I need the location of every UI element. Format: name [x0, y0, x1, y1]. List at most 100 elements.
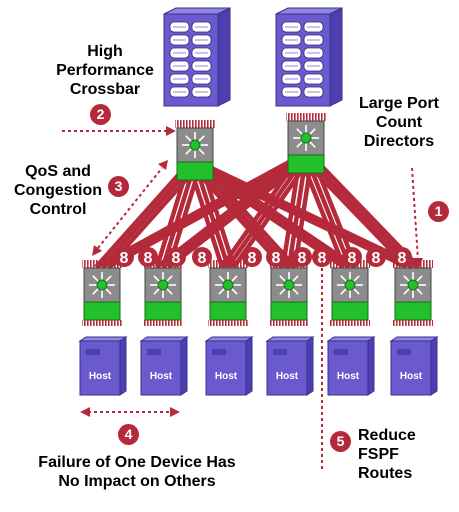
switch-hub-icon	[344, 279, 356, 291]
port-strip	[82, 260, 122, 268]
host-6: Host	[389, 336, 439, 396]
directors-label: Large Port Count Directors	[344, 94, 454, 151]
port-strip	[175, 120, 215, 128]
host-side	[306, 336, 314, 396]
switch-hub-icon	[189, 139, 201, 151]
badge-circle	[366, 247, 386, 267]
badge-text: 8	[248, 250, 257, 267]
annotation-arrows	[62, 126, 423, 470]
host-top	[78, 336, 128, 342]
switch-base	[176, 161, 214, 181]
switch-hub-icon	[222, 279, 234, 291]
link-count-badge: 8	[166, 247, 186, 267]
host-4: Host	[265, 336, 315, 396]
marker-1: 1	[428, 201, 449, 222]
host-side	[245, 336, 253, 396]
failure-arrowhead-left	[80, 407, 90, 417]
core-switch-right	[286, 113, 326, 174]
directors-text: Large Port Count Directors	[358, 95, 439, 150]
port-strip-bottom	[208, 320, 248, 326]
port-strip-bottom	[269, 320, 309, 326]
crossbar-arrowhead	[166, 126, 176, 136]
switch-base	[394, 301, 432, 321]
link-line	[298, 154, 409, 269]
director-chassis-right	[275, 7, 343, 107]
host-5: Host	[326, 336, 376, 396]
badge-text: 8	[198, 250, 207, 267]
marker-2: 2	[90, 104, 111, 125]
host-label: Host	[150, 371, 173, 382]
port-strip-bottom	[330, 320, 370, 326]
badge-circle	[342, 247, 362, 267]
link-count-badge: 8	[242, 247, 262, 267]
edge-switch-2	[143, 260, 183, 321]
port-strip	[269, 260, 309, 268]
qos-arrowhead-down	[92, 245, 102, 256]
link-line	[304, 154, 415, 269]
link-count-badge: 8	[138, 247, 158, 267]
switch-base	[287, 154, 325, 174]
director-chassis-left	[163, 7, 231, 107]
qos-label: QoS and Congestion Control	[6, 162, 110, 219]
badge-circle	[266, 247, 286, 267]
port-strip	[393, 260, 433, 268]
host-side	[119, 336, 127, 396]
qos-arrow	[97, 167, 163, 249]
switch-base	[270, 301, 308, 321]
fspf-label: Reduce FSPF Routes	[358, 426, 428, 483]
switch-hub-icon	[283, 279, 295, 291]
link-count-badge: 8	[392, 247, 412, 267]
marker-3: 3	[108, 176, 129, 197]
edge-switch-3	[208, 260, 248, 321]
link-line	[286, 155, 309, 268]
badge-circle	[114, 247, 134, 267]
host-top	[326, 336, 376, 342]
link-count-badge: 8	[114, 247, 134, 267]
badge-circle	[292, 247, 312, 267]
badge-text: 8	[348, 250, 357, 267]
host-label: Host	[276, 371, 299, 382]
port-strip	[143, 260, 183, 268]
badge-circle	[192, 247, 212, 267]
link-count-badge: 8	[366, 247, 386, 267]
edge-switch-5	[330, 260, 370, 321]
badge-text: 8	[398, 250, 407, 267]
marker-5: 5	[330, 431, 351, 452]
link-line	[280, 155, 303, 268]
badge-text: 8	[144, 250, 153, 267]
host-label: Host	[337, 371, 360, 382]
crossbar-text: High Performance Crossbar	[56, 43, 154, 98]
badge-text: 8	[372, 250, 381, 267]
host-label: Host	[89, 371, 112, 382]
host-1: Host	[78, 336, 128, 396]
host-label: Host	[400, 371, 423, 382]
badge-text: 8	[120, 250, 129, 267]
port-strip-bottom	[82, 320, 122, 326]
switch-base	[209, 301, 247, 321]
link-line	[94, 154, 302, 269]
link-line	[297, 155, 347, 268]
failure-text: Failure of One Device Has No Impact on O…	[38, 454, 236, 490]
qos-arrowhead-up	[158, 160, 168, 170]
link-line	[303, 155, 353, 268]
host-drive-bay	[273, 349, 287, 355]
marker-4: 4	[118, 424, 139, 445]
host-drive-bay	[397, 349, 411, 355]
badge-text: 8	[318, 250, 327, 267]
edge-switch-1	[82, 260, 122, 321]
host-2: Host	[139, 336, 189, 396]
port-strip-bottom	[143, 320, 183, 326]
link-count-badge: 8	[312, 247, 332, 267]
port-strip-bottom	[393, 320, 433, 326]
badge-circle	[242, 247, 262, 267]
switch-base	[83, 301, 121, 321]
directors-arrow	[411, 167, 419, 261]
directors-arrowhead	[413, 258, 423, 268]
qos-text: QoS and Congestion Control	[14, 163, 102, 218]
host-side	[367, 336, 375, 396]
link-line	[161, 154, 308, 269]
edge-switch-6	[393, 260, 433, 321]
badge-text: 8	[272, 250, 281, 267]
link-line	[100, 154, 308, 269]
